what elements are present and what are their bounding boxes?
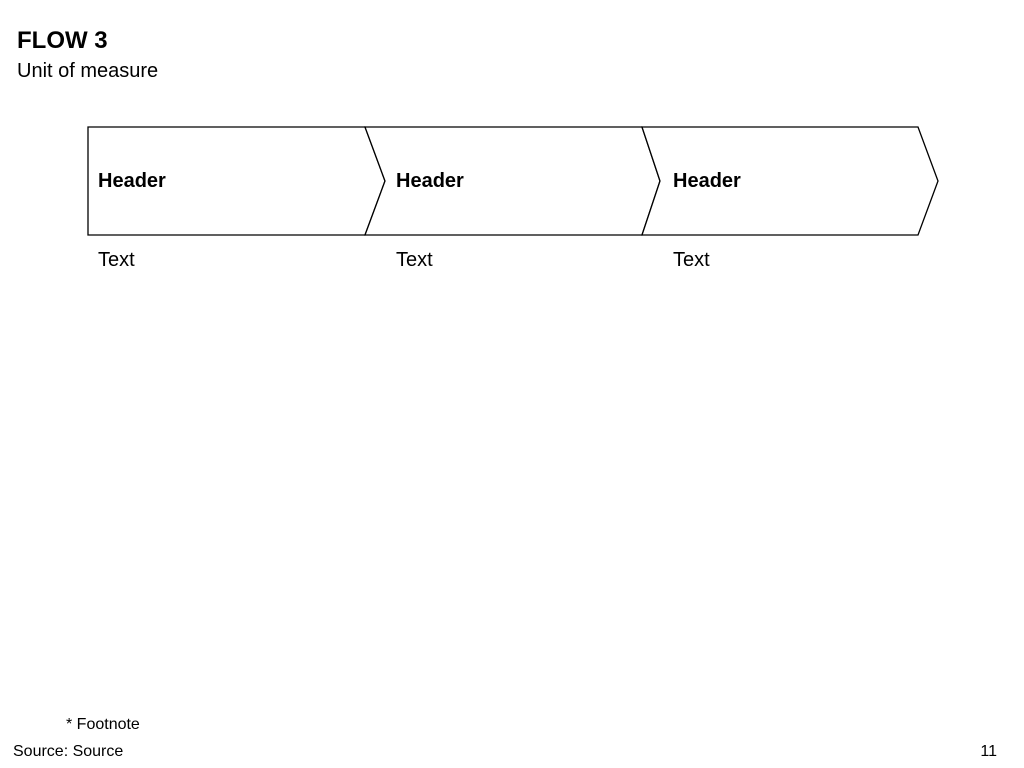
page-number: 11 xyxy=(980,743,997,760)
source: Source: Source xyxy=(13,743,124,760)
flow-step-3-header: Header xyxy=(673,169,741,192)
flow-step-2-text: Text xyxy=(396,249,433,271)
flow-step-2-header: Header xyxy=(396,169,464,192)
page-subtitle: Unit of measure xyxy=(17,60,159,82)
page-title: FLOW 3 xyxy=(17,27,108,54)
footnote: * Footnote xyxy=(66,716,140,733)
flow-step-1-header: Header xyxy=(98,169,166,192)
flow-chevron-3 xyxy=(641,126,939,236)
flow-step-1-text: Text xyxy=(98,249,135,271)
flow-step-3-text: Text xyxy=(673,249,710,271)
